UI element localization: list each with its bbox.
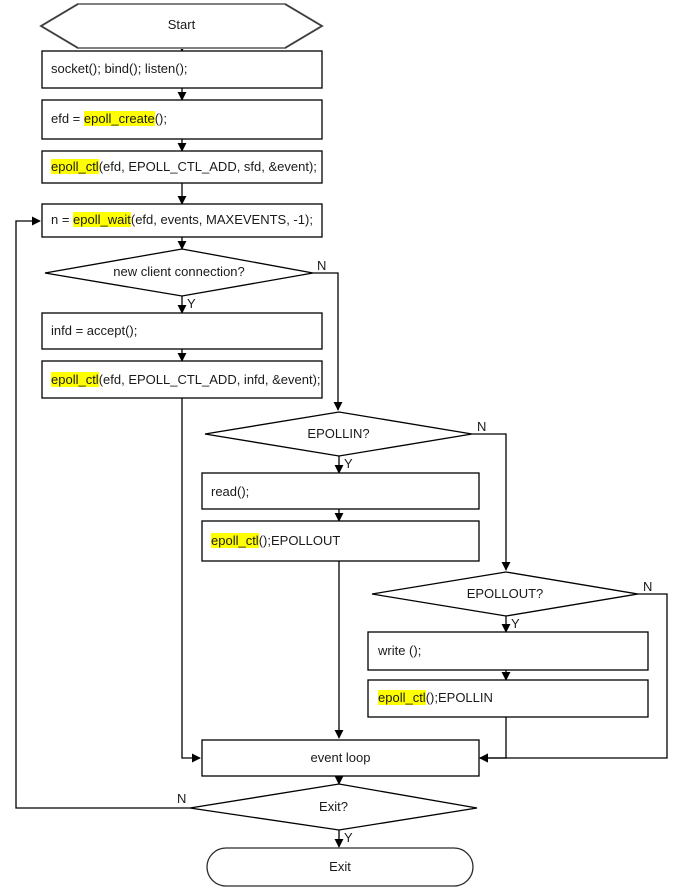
node-exit-shape <box>206 847 474 887</box>
node-socket-shape <box>41 50 323 89</box>
edge-ctlepollin-to-eventloop <box>479 717 507 763</box>
node-ctlinfd-shape <box>41 360 323 399</box>
edge-label-epollout-yes: Y <box>511 616 520 631</box>
edge-label-newclient-yes: Y <box>187 296 196 311</box>
node-eventloop-shape <box>201 739 480 777</box>
edge-label-epollin-no: N <box>477 419 487 434</box>
node-exitq-shape <box>189 783 478 831</box>
edge-ctlinfd-to-eventloop <box>181 398 201 763</box>
node-ctlepollin-shape <box>367 679 649 718</box>
edge-label-newclient-no: N <box>317 258 327 273</box>
node-read-shape <box>201 472 480 510</box>
node-ctlsfd-shape <box>41 150 323 184</box>
node-newclient-shape <box>44 248 314 297</box>
edge-label-epollin-yes: Y <box>344 456 353 471</box>
node-epollout-shape <box>371 571 639 617</box>
edge-epollin-no-to-epollout <box>472 433 511 571</box>
edge-label-exitq-yes: Y <box>344 830 353 845</box>
node-epollwait-shape <box>41 203 323 238</box>
node-accept-shape <box>41 312 323 350</box>
node-write-shape <box>367 631 649 671</box>
edge-epollout-no-to-eventloop <box>479 593 668 763</box>
node-efd-shape <box>41 99 323 140</box>
edge-label-exitq-no: N <box>177 791 187 806</box>
node-epollin-shape <box>204 411 473 457</box>
edge-label-epollout-no: N <box>643 579 653 594</box>
edge-newclient-no-to-epollin <box>313 272 343 411</box>
node-start-shape <box>39 3 324 49</box>
edge-exitq-no-to-epollwait <box>15 216 190 809</box>
node-ctlepollout-shape <box>201 520 480 562</box>
